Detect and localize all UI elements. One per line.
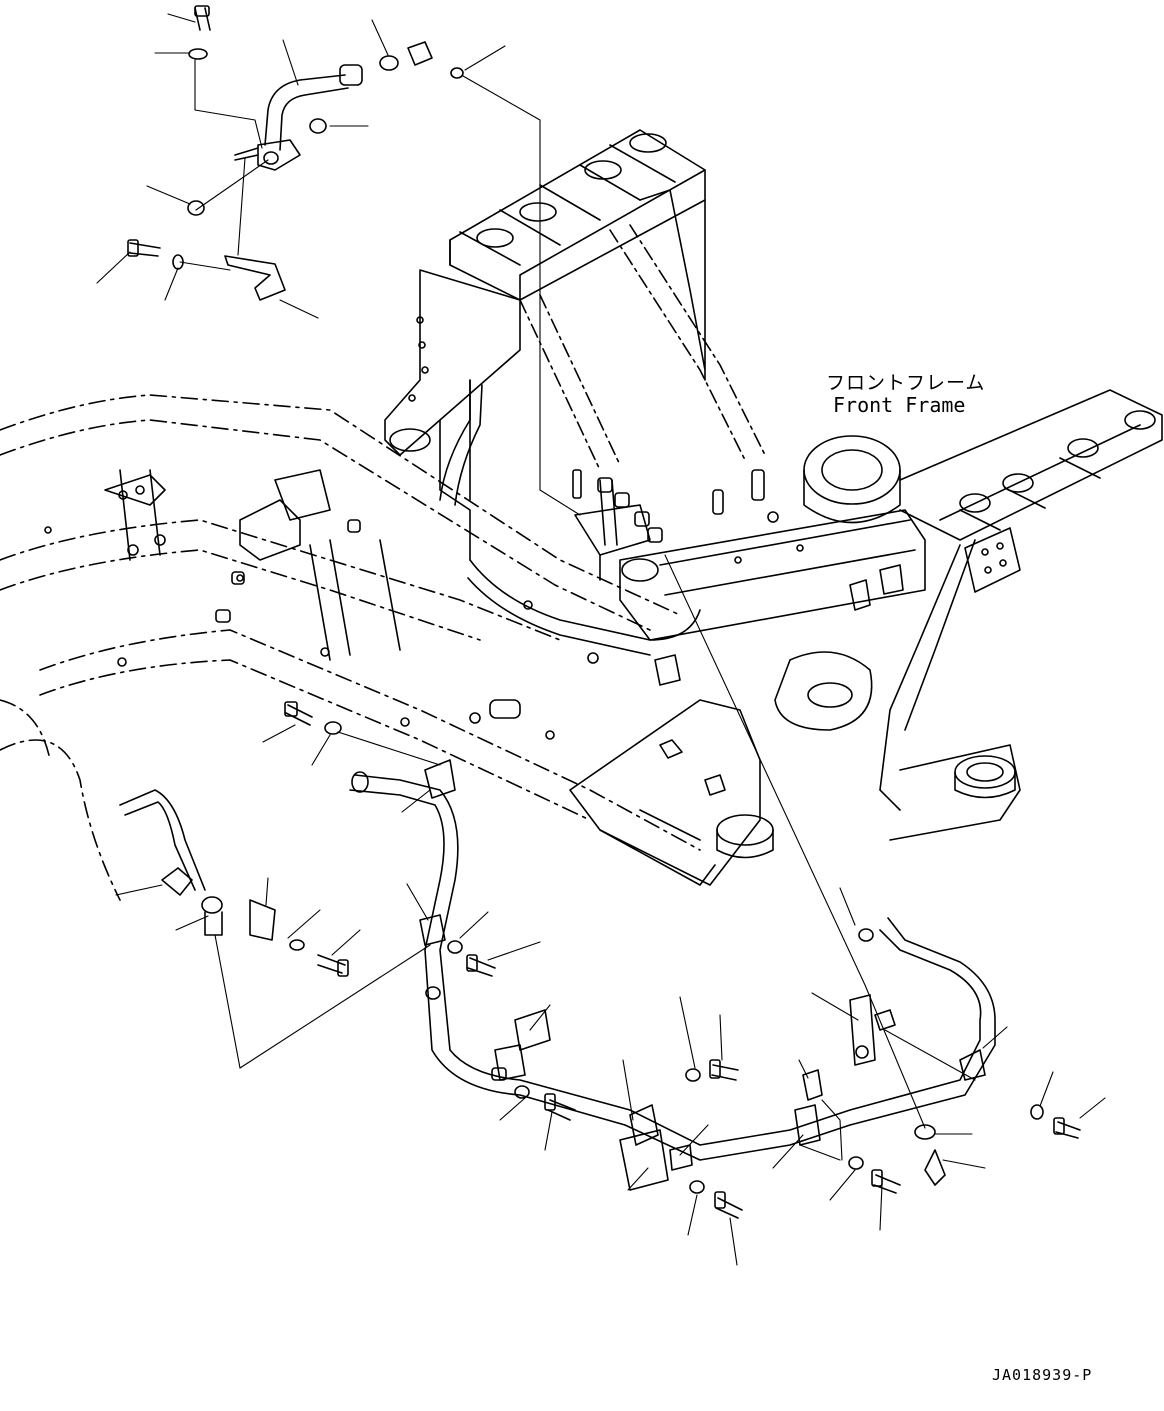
drawing-code: JA018939-P xyxy=(992,1366,1093,1384)
tube-assembly-lower xyxy=(284,701,1081,1219)
rear-frame xyxy=(0,394,701,901)
front-frame xyxy=(384,129,1163,886)
leader-lines xyxy=(96,13,1106,1266)
tube-assembly-top xyxy=(127,5,464,301)
tube-assembly-left xyxy=(119,789,349,977)
front-frame-label-english: Front Frame xyxy=(833,393,966,417)
hydraulic-tube xyxy=(439,379,701,656)
front-frame-label-japanese: フロントフレーム xyxy=(826,372,986,394)
